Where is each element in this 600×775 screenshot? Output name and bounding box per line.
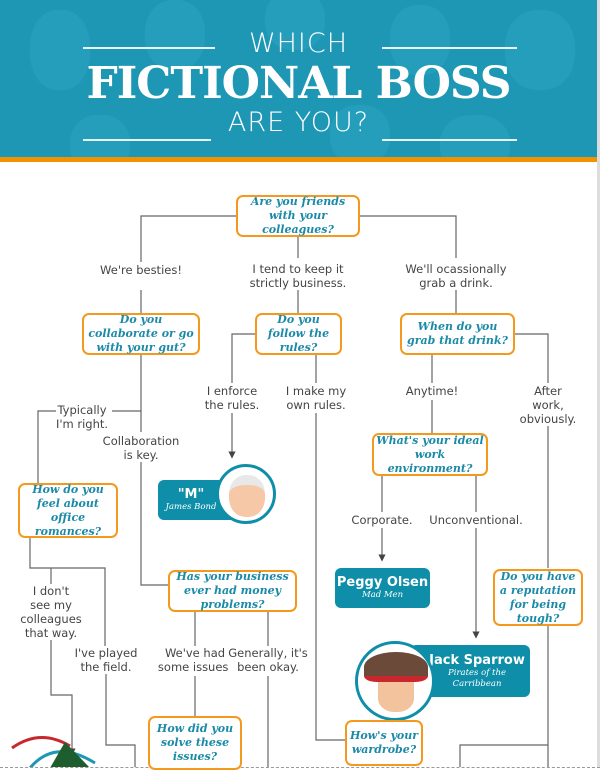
answer-dont-see: I don't see my colleagues that way. [20, 584, 82, 640]
page-border [597, 0, 600, 775]
face-illustration [145, 0, 205, 70]
question-tough: Do you have a reputation for being tough… [493, 569, 583, 626]
boss-name: "M" [177, 487, 205, 502]
question-solve: How did you solve these issues? [148, 716, 242, 770]
answer-corporate: Corporate. [351, 513, 413, 527]
answer-played: I've played the field. [74, 646, 138, 674]
boss-name: Peggy Olsen [336, 575, 429, 590]
title-which: WHICH [248, 28, 349, 59]
face-illustration [330, 105, 390, 157]
question-romances: How do you feel about office romances? [18, 483, 118, 538]
title-main: FICTIONAL BOSS [86, 58, 511, 109]
answer-after-work: After work, obviously. [519, 384, 577, 426]
boss-source: Pirates of the Carribbean [448, 667, 506, 689]
title-are-you: ARE YOU? [227, 107, 370, 138]
answer-unconventional: Unconventional. [429, 513, 523, 527]
answer-anytime: Anytime! [405, 384, 459, 398]
face-illustration [30, 10, 90, 90]
torn-edge [0, 767, 600, 775]
boss-name: Jack Sparrow [429, 652, 525, 668]
face-illustration [265, 0, 325, 50]
face-illustration [390, 5, 450, 75]
face-illustration [440, 115, 510, 157]
divider [382, 47, 517, 49]
boss-source: Mad Men [361, 590, 404, 600]
face-illustration [70, 115, 130, 157]
header-banner: WHICH FICTIONAL BOSS ARE YOU? [0, 0, 597, 157]
divider [83, 139, 211, 141]
boss-source: James Bond [165, 502, 217, 512]
question-money: Has your business ever had money problem… [168, 570, 297, 612]
boss-peggy: Peggy Olsen Mad Men [335, 568, 430, 608]
m-portrait [216, 464, 276, 524]
divider [83, 47, 215, 49]
question-rules: Do you follow the rules? [255, 313, 342, 355]
answer-enforce: I enforce the rules. [204, 384, 260, 412]
answer-collaboration: Collaboration is key. [102, 434, 180, 462]
answer-besties: We're besties! [100, 263, 182, 277]
header-underline [0, 157, 597, 162]
jack-portrait [355, 641, 435, 721]
answer-business: I tend to keep it strictly business. [249, 262, 347, 290]
question-collaborate: Do you collaborate or go with your gut? [82, 313, 200, 355]
face-illustration [505, 10, 575, 90]
logo-partial [11, 736, 96, 768]
question-friends: Are you friends with your colleagues? [236, 195, 360, 237]
answer-issues: We've had some issues. [157, 646, 233, 674]
question-wardrobe: How's your wardrobe? [345, 720, 423, 766]
answer-okay: Generally, it's been okay. [228, 646, 308, 674]
answer-own-rules: I make my own rules. [285, 384, 347, 412]
question-drink: When do you grab that drink? [400, 313, 515, 355]
answer-drink: We'll ocassionally grab a drink. [405, 262, 507, 290]
question-environment: What's your ideal work environment? [372, 433, 488, 476]
divider [382, 139, 517, 141]
answer-right: Typically I'm right. [55, 403, 109, 431]
